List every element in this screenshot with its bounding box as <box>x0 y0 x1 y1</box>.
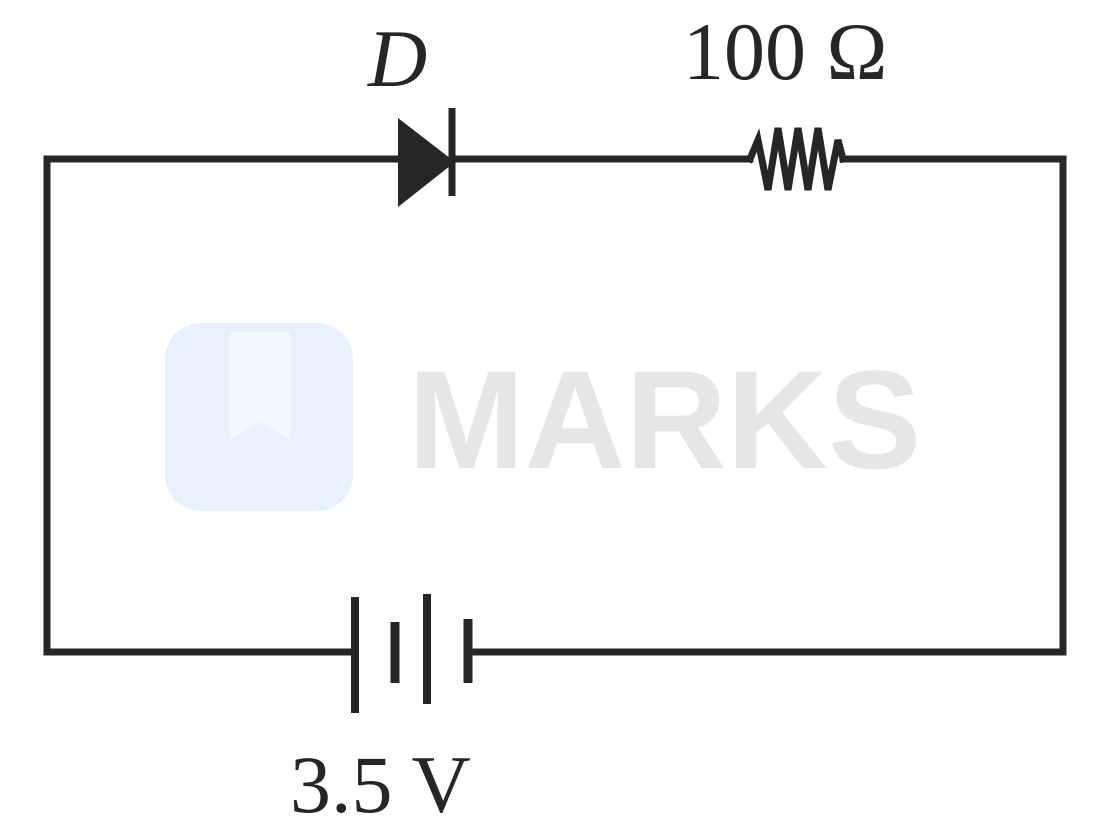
wire-top-left <box>43 155 404 656</box>
watermark-logo-icon <box>165 323 353 511</box>
diode-symbol <box>398 108 456 207</box>
watermark: MARKS <box>165 323 921 511</box>
resistor-label: 100 Ω <box>683 6 887 97</box>
resistor-zigzag <box>745 127 848 191</box>
resistor-symbol <box>745 127 848 191</box>
diode-triangle <box>398 118 455 207</box>
wire-right <box>464 155 1067 656</box>
watermark-brand-text: MARKS <box>408 341 921 498</box>
battery-label: 3.5 V <box>290 739 471 830</box>
diode-label: D <box>367 13 427 104</box>
circuit-wires <box>43 155 1067 656</box>
battery-symbol <box>351 594 473 713</box>
